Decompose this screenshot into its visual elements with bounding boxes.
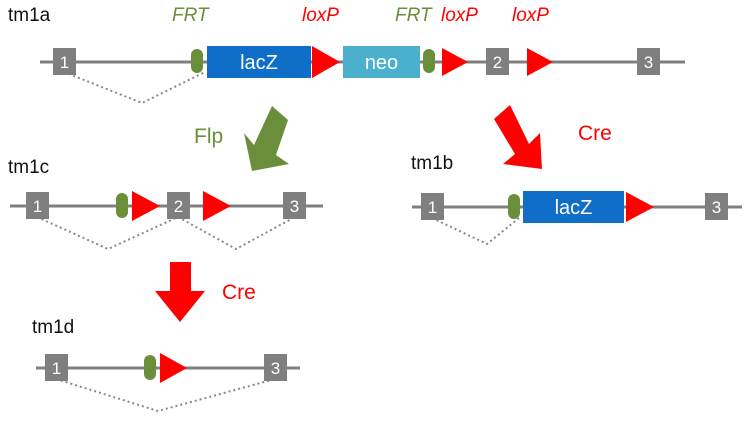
loxp-site [160,353,187,383]
exon-3-label: 3 [290,197,299,216]
allele-tm1b: tm1b 1 lacZ 3 [411,153,742,246]
exon-3-label: 3 [271,359,280,378]
exon-1 [26,192,49,219]
lacz-label: lacZ [555,197,593,219]
exon-3 [264,354,287,381]
exon-1-label: 1 [60,53,69,72]
exon-3-label: 3 [712,198,721,217]
frt-label: FRT [395,5,433,26]
exon-1 [45,354,68,381]
loxp-site [132,191,160,221]
exon-1-label: 1 [52,359,61,378]
frt-site [508,194,520,219]
neo-label: neo [365,52,398,74]
splice-connector [177,216,296,251]
lacz-label: lacZ [240,52,278,74]
loxp-site [527,48,553,76]
frt-site [116,193,128,218]
loxp-site [203,191,231,221]
splice-connector [55,378,276,413]
cre-arrow [494,105,542,169]
cre-step-tm1b: Cre [494,105,612,169]
frt-site [191,49,203,73]
exon-2 [167,192,190,219]
allele-label-tm1a: tm1a [8,5,51,26]
exon-1-label: 1 [33,197,42,216]
allele-tm1d: tm1d 1 3 [32,317,300,413]
flp-arrow [244,106,289,171]
loxp-label: loxP [441,5,478,26]
splice-connector [63,71,206,105]
cre-label: Cre [578,122,612,145]
splice-connector [36,216,179,251]
cre-arrow [155,262,205,322]
exon-1 [421,193,444,220]
loxp-site [626,192,654,222]
splice-connector [431,217,520,246]
loxp-site [442,48,468,76]
flp-step: Flp [194,106,289,171]
neo-cassette [343,46,420,78]
allele-label-tm1c: tm1c [8,157,49,178]
exon-3 [705,193,728,220]
flp-label: Flp [194,125,223,148]
loxp-site [312,46,340,78]
cre-label: Cre [222,281,256,304]
exon-1-label: 1 [428,198,437,217]
loxp-label: loxP [302,5,339,26]
exon-3 [637,48,660,75]
frt-site [423,49,435,73]
allele-tm1a: tm1a FRT loxP FRT loxP loxP 1 lacZ neo 2… [8,5,685,105]
exon-1 [53,48,76,75]
allele-label-tm1b: tm1b [411,153,453,174]
lacz-cassette [207,46,311,78]
allele-tm1c: tm1c 1 2 3 [8,157,323,251]
frt-label: FRT [172,5,210,26]
exon-2-label: 2 [493,53,502,72]
exon-3 [283,192,306,219]
frt-site [144,355,156,380]
cre-step-tm1d: Cre [155,262,256,322]
exon-3-label: 3 [644,53,653,72]
loxp-label: loxP [512,5,549,26]
lacz-cassette [523,191,624,223]
exon-2-label: 2 [174,197,183,216]
exon-2 [486,48,509,75]
allele-label-tm1d: tm1d [32,317,74,338]
